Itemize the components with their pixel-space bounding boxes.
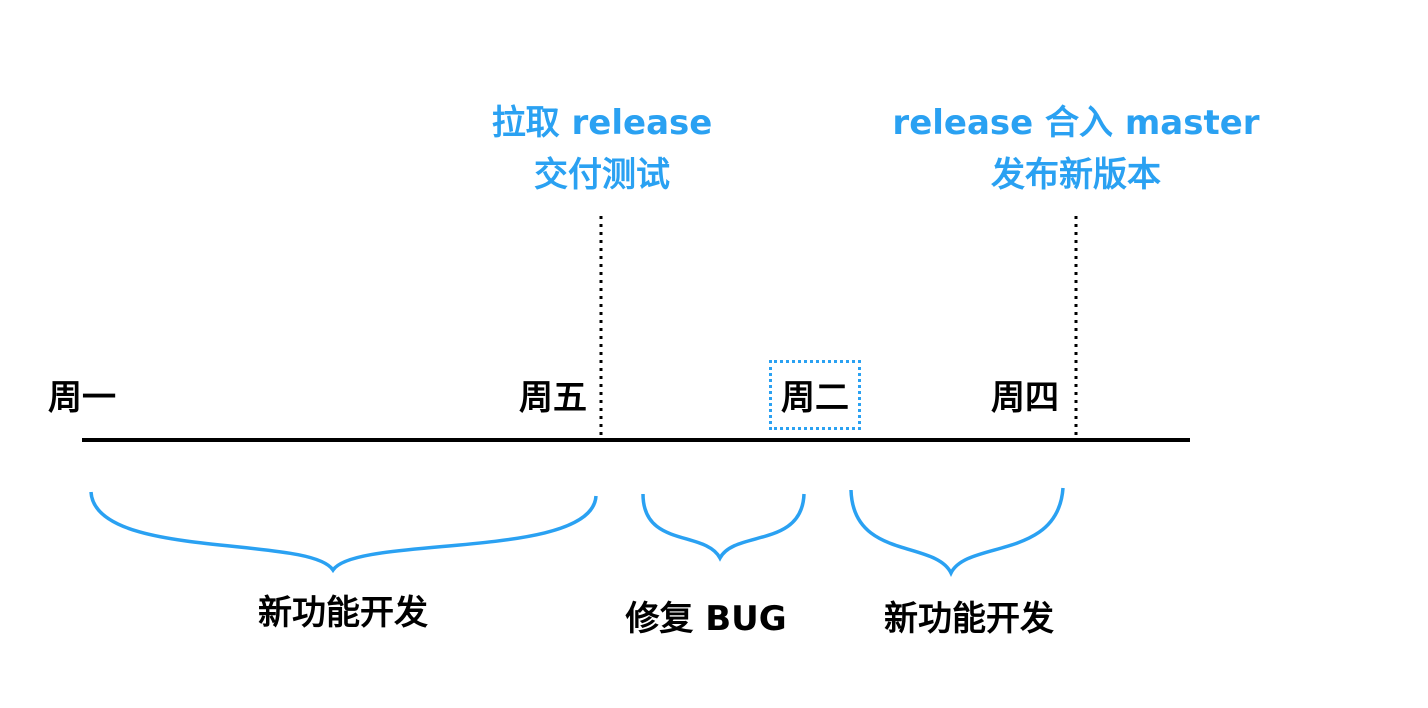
highlight-box bbox=[769, 360, 861, 430]
day-label-thursday: 周四 bbox=[991, 378, 1059, 418]
day-label-friday: 周五 bbox=[519, 378, 587, 418]
release-cut-label-line2: 交付测试 bbox=[534, 155, 670, 195]
phase-label-bugfix: 修复 BUG bbox=[625, 599, 787, 639]
release-merge-label-line1: release 合入 master bbox=[892, 103, 1260, 143]
phase-label-dev1: 新功能开发 bbox=[258, 593, 428, 633]
day-label-tuesday: 周二 bbox=[781, 378, 849, 418]
release-cut-label-line1: 拉取 release bbox=[491, 103, 713, 143]
bugfix-brace bbox=[641, 493, 806, 562]
release-merge-label-line2: 发布新版本 bbox=[991, 155, 1161, 195]
dev2-brace bbox=[849, 487, 1065, 577]
day-label-monday: 周一 bbox=[48, 378, 116, 418]
dev1-brace bbox=[89, 491, 598, 574]
phase-label-dev2: 新功能开发 bbox=[884, 599, 1054, 639]
